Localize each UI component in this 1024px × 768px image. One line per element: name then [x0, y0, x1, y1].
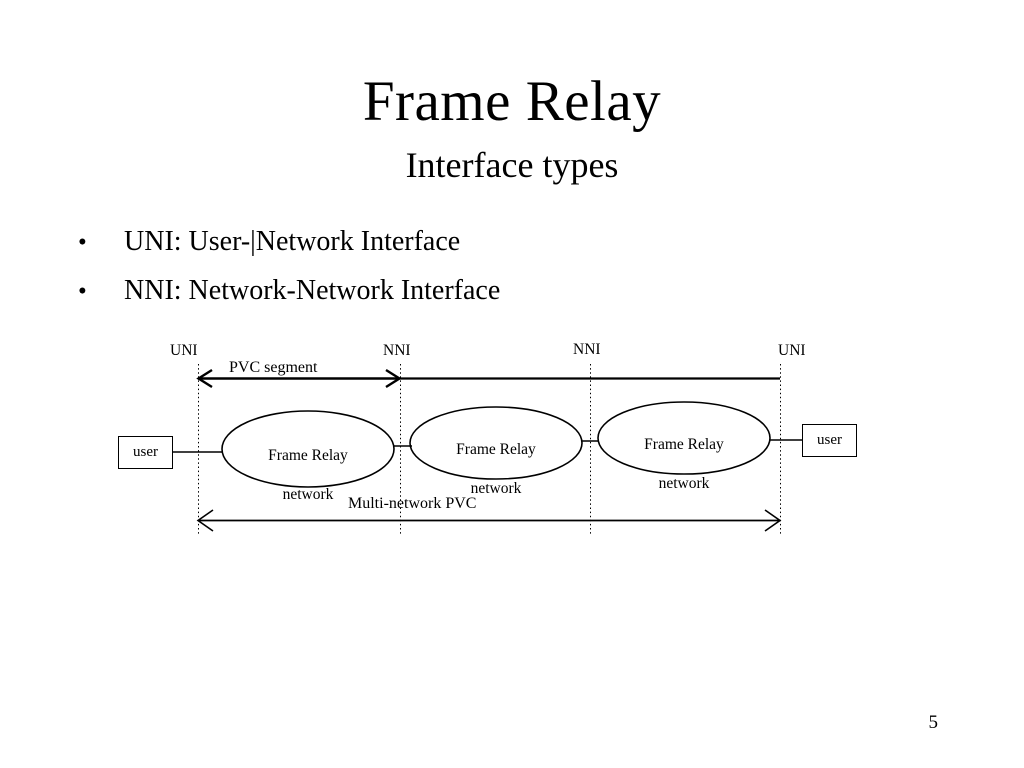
- pvc-segment-label: PVC segment: [229, 359, 318, 376]
- network-label-3-line1: Frame Relay: [644, 436, 724, 454]
- user-box-right-label: user: [817, 432, 842, 448]
- network-label-2: Frame Relay network: [416, 421, 576, 517]
- interface-label-nni-1: NNI: [383, 342, 411, 359]
- user-box-left: user: [118, 436, 173, 469]
- bullet-list: • UNI: User-|Network Interface • NNI: Ne…: [78, 228, 878, 326]
- pvc-segment-arrowhead-right: [385, 368, 402, 389]
- network-label-1-line1: Frame Relay: [268, 447, 348, 465]
- network-label-1-line2: network: [282, 485, 334, 503]
- connector-links: [172, 439, 802, 453]
- network-label-2-line1: Frame Relay: [456, 441, 536, 459]
- network-ellipse-3: [597, 401, 771, 475]
- page-number: 5: [928, 712, 939, 733]
- network-label-1: Frame Relay network: [228, 427, 388, 523]
- network-label-3: Frame Relay network: [604, 416, 764, 512]
- user-box-left-label: user: [133, 444, 158, 460]
- bullet-text-uni: UNI: User-|Network Interface: [124, 226, 461, 257]
- pvc-segment-arrow: [196, 368, 402, 389]
- interface-label-uni-right: UNI: [778, 342, 806, 359]
- multi-network-pvc-arrow: [196, 509, 782, 532]
- bullet-text-nni: NNI: Network-Network Interface: [124, 275, 501, 306]
- network-label-3-line2: network: [658, 474, 710, 492]
- multi-network-pvc-label: Multi-network PVC: [348, 495, 477, 512]
- multi-network-pvc-arrowhead-left: [196, 509, 214, 532]
- bullet-marker-icon: •: [78, 278, 87, 305]
- network-label-2-line2: network: [470, 479, 522, 497]
- list-item: • UNI: User-|Network Interface: [78, 228, 878, 256]
- pvc-segment-arrowhead-left: [196, 368, 213, 389]
- interface-label-uni-left: UNI: [170, 342, 198, 359]
- page-subtitle: Interface types: [405, 145, 619, 185]
- page-title: Frame Relay: [362, 70, 662, 133]
- network-ellipse-2: [409, 406, 583, 480]
- interface-label-nni-2: NNI: [573, 341, 601, 358]
- network-ellipse-1: [221, 410, 395, 488]
- multi-network-pvc-arrowhead-right: [764, 509, 782, 532]
- user-box-right: user: [802, 424, 857, 457]
- interface-boundary-lines: [198, 364, 781, 536]
- list-item: • NNI: Network-Network Interface: [78, 277, 878, 305]
- bullet-marker-icon: •: [78, 229, 87, 256]
